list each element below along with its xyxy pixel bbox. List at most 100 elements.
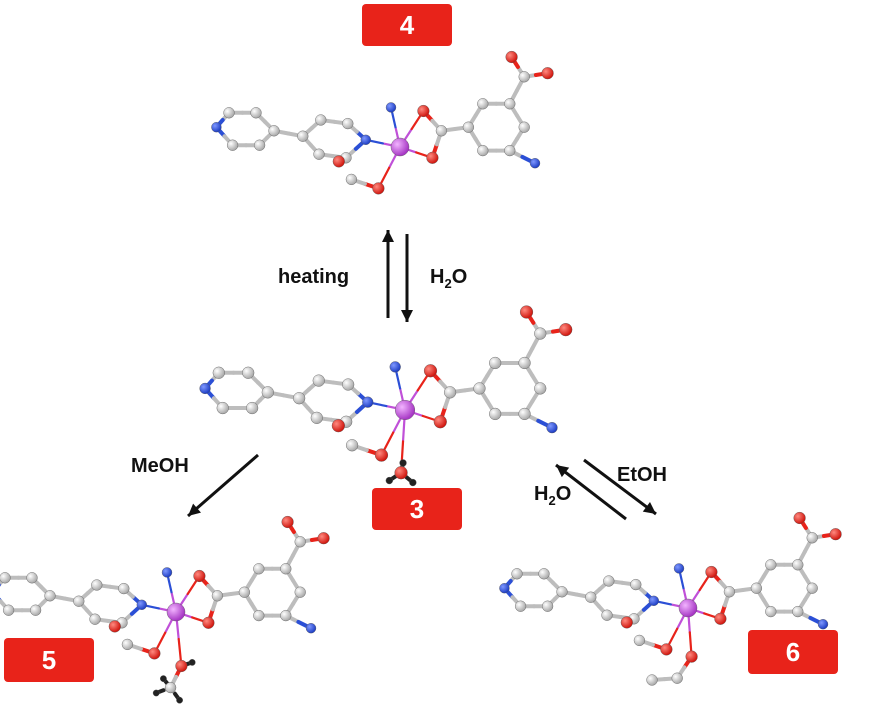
carbon-atom [73, 595, 85, 607]
carbon-atom [294, 586, 306, 598]
label-heating: heating [278, 266, 350, 288]
carbon-atom [514, 600, 527, 612]
carbon-atom [253, 563, 265, 575]
reaction-arrow [583, 458, 657, 516]
carbon-atom [315, 114, 327, 126]
carbon-atom [585, 591, 597, 603]
carbon-atom [345, 173, 358, 186]
carbon-atom [216, 401, 229, 415]
nitrogen-atom [389, 361, 401, 373]
oxygen-atom [714, 612, 727, 625]
carbon-atom [345, 439, 359, 452]
carbon-atom [603, 575, 615, 587]
nitrogen-atom [305, 623, 317, 634]
label-methanol: MeOH [131, 455, 189, 477]
carbon-atom [2, 604, 15, 616]
carbon-atom [671, 672, 683, 684]
carbon-atom [504, 145, 516, 157]
reaction-arrows [187, 230, 657, 521]
carbon-atom [89, 613, 101, 625]
carbon-atom [806, 582, 818, 594]
carbon-atom [0, 572, 11, 584]
oxygen-atom [660, 643, 673, 656]
carbon-atom [792, 605, 804, 618]
nitrogen-atom [161, 567, 173, 578]
carbon-atom [26, 572, 38, 584]
carbon-atom [504, 98, 516, 110]
molecule-4 [211, 50, 554, 195]
nitrogen-atom [529, 158, 541, 169]
carbon-atom [534, 382, 547, 395]
oxygen-atom [829, 528, 842, 541]
arrow-head [556, 465, 570, 478]
molecule-3 [199, 305, 573, 487]
carbon-atom [310, 411, 323, 424]
metal-atom [390, 137, 410, 157]
hydrogen-atom [385, 476, 393, 485]
carbon-atom [246, 401, 259, 415]
carbon-atom [227, 139, 239, 151]
carbon-atom [44, 590, 56, 602]
carbon-atom [750, 582, 763, 594]
label-water-top: H2O [430, 266, 468, 291]
compound-badge-6: 6 [748, 630, 838, 674]
bond-group [214, 55, 550, 191]
arrow-head [188, 503, 201, 516]
carbon-atom [518, 407, 531, 421]
metal-atom [395, 400, 416, 421]
carbon-atom [601, 609, 613, 621]
carbon-atom [29, 604, 42, 616]
hydrogen-atom [176, 696, 183, 704]
carbon-atom [342, 117, 354, 130]
oxygen-atom [108, 620, 121, 633]
carbon-atom [118, 582, 130, 595]
carbon-atom [646, 674, 658, 686]
carbon-atom [765, 559, 777, 571]
carbon-atom [443, 386, 457, 399]
carbon-atom [477, 98, 489, 110]
carbon-atom [534, 327, 547, 340]
carbon-atom [792, 559, 804, 571]
nitrogen-atom [211, 122, 222, 133]
nitrogen-atom [648, 595, 659, 606]
hydrogen-atom [152, 689, 160, 697]
reaction-arrow [187, 453, 259, 518]
carbon-atom [538, 568, 550, 580]
carbon-atom [541, 600, 554, 612]
oxygen-atom [281, 515, 294, 529]
oxygen-atom [505, 50, 518, 64]
carbon-atom [765, 605, 777, 618]
carbon-atom [518, 356, 531, 370]
oxygen-atom [426, 151, 439, 164]
arrow-head [642, 502, 656, 514]
molecule-5 [0, 515, 330, 704]
oxygen-atom [374, 448, 389, 462]
carbon-atom [254, 139, 266, 151]
oxygen-atom [793, 511, 806, 525]
carbon-atom [268, 125, 280, 137]
arrow-head [401, 310, 413, 322]
nitrogen-atom [546, 422, 558, 434]
carbon-atom [342, 378, 355, 391]
oxygen-atom [148, 647, 161, 660]
oxygen-atom [541, 67, 554, 80]
oxygen-atom [705, 565, 718, 579]
nitrogen-atom [385, 102, 397, 113]
carbon-atom [238, 586, 251, 598]
carbon-atom [489, 356, 502, 370]
oxygen-atom [332, 155, 345, 168]
carbon-atom [518, 71, 530, 83]
oxygen-atom [519, 305, 534, 319]
carbon-atom [473, 382, 486, 395]
reaction-arrow [555, 463, 627, 521]
oxygen-atom [620, 616, 633, 629]
carbon-atom [91, 579, 103, 591]
hydrogen-atom [160, 675, 167, 682]
arrow-head [382, 230, 394, 242]
carbon-atom [280, 563, 292, 575]
nitrogen-atom [362, 396, 374, 408]
oxygen-atom [372, 182, 385, 195]
oxygen-atom [685, 650, 698, 663]
oxygen-atom [331, 419, 345, 433]
